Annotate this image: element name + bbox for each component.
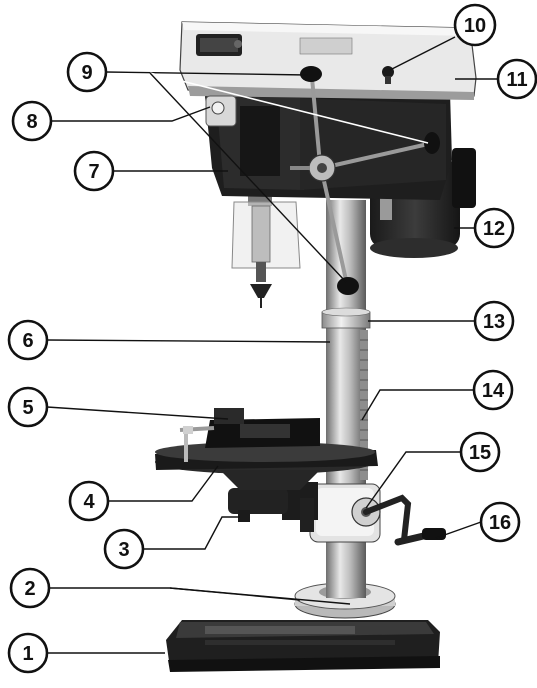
callout-10: 10: [453, 3, 497, 47]
work-table-illustration: [155, 442, 378, 490]
leader-4: [108, 465, 219, 502]
callout-8-label: 8: [26, 111, 37, 133]
callout-12-label: 12: [483, 218, 505, 240]
leader-16: [435, 521, 482, 539]
switch-box-illustration: [205, 95, 237, 127]
callout-1: 1: [7, 632, 49, 674]
callout-14: 14: [472, 369, 514, 411]
belt-cover-illustration: [179, 21, 477, 100]
leader-2b: [169, 587, 351, 605]
leader-10: [389, 36, 456, 71]
callout-13-label: 13: [483, 311, 505, 333]
callout-9-label: 9: [81, 62, 92, 84]
leader-14: [361, 389, 474, 421]
leader-15: [365, 451, 461, 509]
callout-4-label: 4: [83, 491, 95, 513]
crank-handle-illustration: [363, 494, 446, 546]
feed-handles-illustration: [290, 66, 440, 295]
callout-3: 3: [103, 528, 145, 570]
callout-6-label: 6: [22, 330, 33, 352]
leader-9a: [105, 71, 309, 76]
vise-illustration: [179, 408, 320, 462]
base-illustration: [166, 620, 440, 672]
callout-11: 11: [496, 58, 537, 100]
callout-14-label: 14: [482, 380, 505, 402]
rack-collar-illustration: [321, 307, 371, 329]
callouts: 1 2 3 4 5 6 7 8: [7, 3, 537, 674]
leader-3: [143, 516, 240, 550]
leader-2: [49, 587, 301, 601]
callout-16-label: 16: [489, 512, 511, 534]
callout-11-label: 11: [506, 69, 527, 91]
callout-8: 8: [11, 100, 53, 142]
callout-1-label: 1: [22, 643, 33, 665]
leader-8: [51, 106, 211, 122]
head-casting-illustration: [204, 86, 452, 200]
callout-6: 6: [7, 319, 49, 361]
callout-15-label: 15: [469, 442, 491, 464]
chuck-guard-illustration: [231, 190, 301, 308]
callout-12: 12: [473, 207, 515, 249]
rack-illustration: [360, 330, 368, 480]
table-lock-illustration: [228, 488, 314, 532]
callout-7-label: 7: [88, 161, 99, 183]
callout-15: 15: [459, 431, 501, 473]
callout-10-label: 10: [464, 15, 486, 37]
machine-illustration: [155, 21, 477, 672]
leader-5: [46, 406, 229, 420]
callout-7: 7: [73, 150, 115, 192]
leader-6: [46, 339, 331, 343]
callout-3-label: 3: [118, 539, 129, 561]
callout-5-label: 5: [22, 397, 33, 419]
callout-16: 16: [479, 501, 521, 543]
leader-9b: [149, 72, 429, 144]
leader-9c: [149, 72, 347, 283]
callout-4: 4: [68, 480, 110, 522]
callout-9: 9: [66, 51, 108, 93]
callout-13: 13: [473, 300, 515, 342]
leader-lines: [46, 36, 499, 654]
callout-5: 5: [7, 386, 49, 428]
callout-2-label: 2: [24, 578, 35, 600]
callout-2: 2: [9, 567, 51, 609]
